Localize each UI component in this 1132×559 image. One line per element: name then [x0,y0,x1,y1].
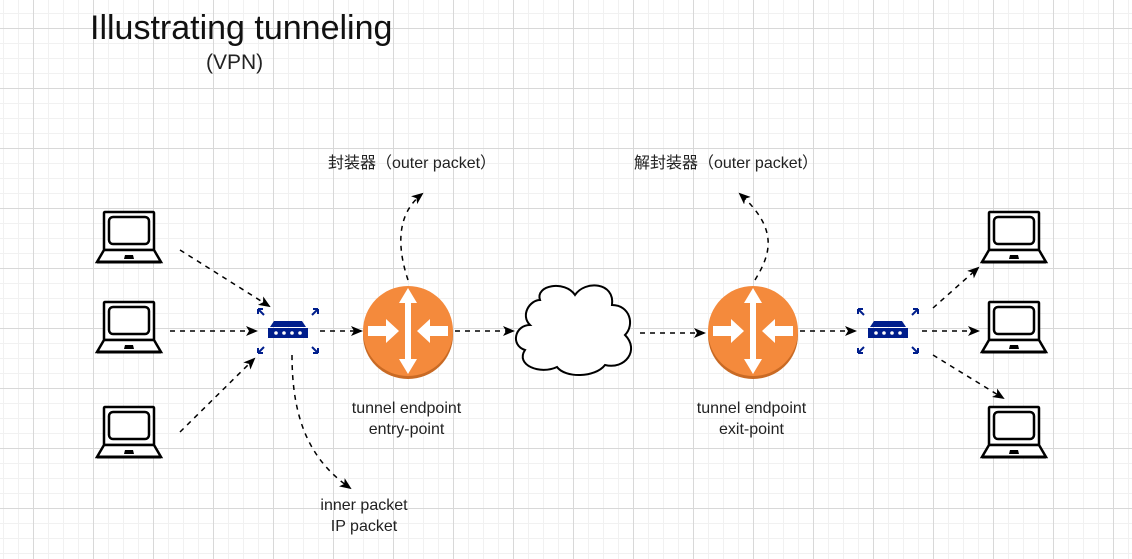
left-laptop-1[interactable] [95,210,163,264]
left-laptop-2[interactable] [95,300,163,354]
diagram-subtitle: (VPN) [206,51,264,74]
internet-cloud-icon[interactable] [515,284,632,376]
inner-packet-line2: IP packet [330,518,398,535]
encapsulate-arrow [400,192,424,281]
decapsulator-label: 解封装器（outer packet） [634,155,819,172]
entry-endpoint-line1: tunnel endpoint [351,400,462,417]
diagram-title: Illustrating tunneling [90,9,393,47]
right-laptop-2[interactable] [980,300,1048,354]
link-laptop1-to-switch [179,249,271,308]
exit-router-icon[interactable] [708,286,798,379]
entry-router-icon[interactable] [363,286,453,379]
inner-packet-arrow [291,354,352,490]
entry-endpoint-line2: entry-point [368,421,445,438]
left-switch-icon[interactable] [257,308,319,354]
link-switch-to-right-laptop1 [932,266,980,309]
exit-endpoint-label: tunnel endpoint exit-point [685,398,818,440]
exit-endpoint-line2: exit-point [719,421,784,438]
right-laptop-3[interactable] [980,405,1048,459]
decapsulate-arrow [738,192,769,281]
left-laptop-3[interactable] [95,405,163,459]
right-laptop-1[interactable] [980,210,1048,264]
entry-endpoint-label: tunnel endpoint entry-point [340,398,473,440]
link-switch-to-right-laptop3 [932,354,1005,400]
inner-packet-label: inner packet IP packet [308,495,420,537]
encapsulator-label: 封装器（outer packet） [328,155,497,172]
inner-packet-line1: inner packet [320,497,408,514]
link-laptop3-to-switch [179,357,256,433]
right-switch-icon[interactable] [857,308,919,354]
exit-endpoint-line1: tunnel endpoint [696,400,807,417]
